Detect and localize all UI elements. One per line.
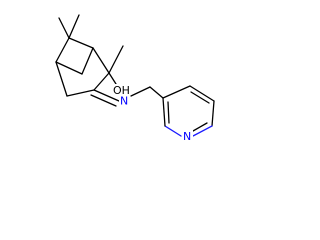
pyr-bond-c2-c3 bbox=[162, 97, 166, 127]
bond-c1-c7 bbox=[81, 47, 94, 75]
bond-n-ch2 bbox=[130, 86, 151, 97]
bond-c3-n-2 bbox=[90, 94, 117, 107]
pyr-bond-n-c2 bbox=[164, 125, 182, 137]
pyr-bond-c3-c4 bbox=[162, 85, 191, 99]
bond-c1-c2 bbox=[92, 47, 110, 74]
pyr-double-c6-n bbox=[192, 122, 208, 132]
bond-c3-c2 bbox=[93, 72, 110, 91]
bond-c2-oh bbox=[108, 72, 117, 85]
bond-c3-n-1 bbox=[93, 89, 120, 102]
bond-c2-methyl bbox=[108, 45, 124, 74]
pyr-double-c2-c3 bbox=[167, 101, 170, 124]
pyridine-ring bbox=[162, 85, 215, 137]
bicyclic-skeleton bbox=[55, 14, 124, 97]
bond-methyl-b-c6 bbox=[68, 14, 80, 39]
pyridine-nitrogen-label: N bbox=[183, 130, 191, 143]
pyr-bond-c5-c6 bbox=[211, 100, 215, 127]
bond-methyl-a-c6 bbox=[58, 17, 70, 39]
bond-c5-c7 bbox=[55, 61, 83, 75]
bond-ch2-pyridine bbox=[149, 86, 164, 99]
chemical-structure: OH N N bbox=[55, 14, 215, 143]
bond-c6-c1 bbox=[68, 37, 94, 49]
imine-nitrogen-label: N bbox=[120, 95, 128, 108]
hydroxyl-label: OH bbox=[113, 84, 130, 97]
imine-double-bond bbox=[90, 89, 120, 107]
pyr-double-c4-c5 bbox=[190, 91, 210, 104]
bond-c6-c5 bbox=[55, 37, 70, 63]
pyr-bond-c4-c5 bbox=[189, 85, 215, 102]
pyr-bond-c6-n bbox=[192, 125, 213, 137]
bond-c5-c4 bbox=[55, 61, 68, 97]
bond-c4-c3 bbox=[66, 89, 95, 97]
